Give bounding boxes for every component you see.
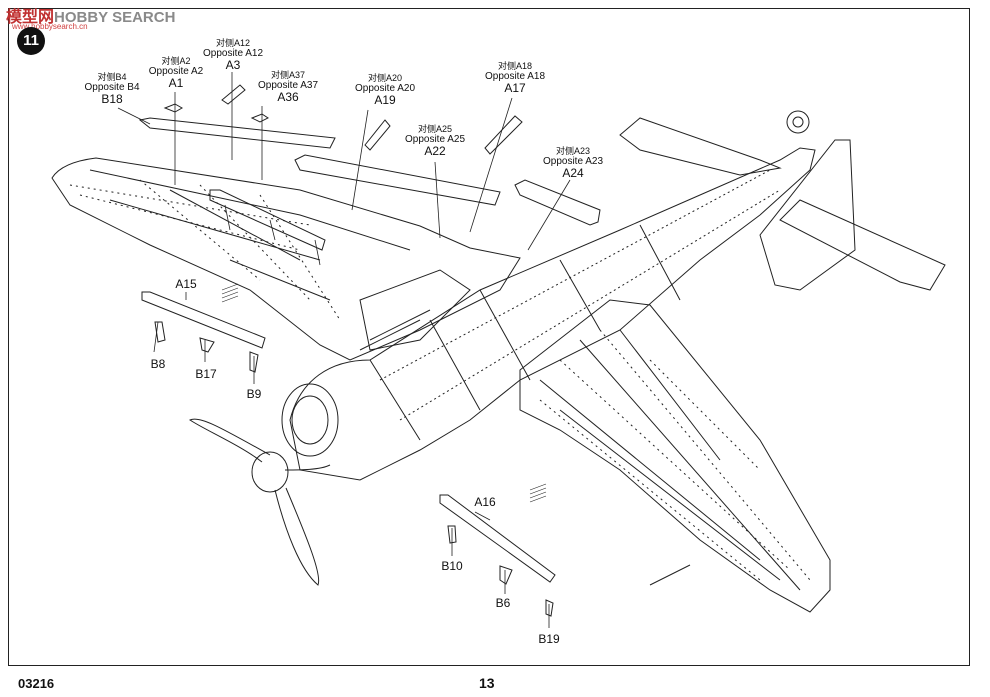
watermark-url: www.hobbysearch.cn — [12, 22, 88, 31]
fuselage-rivets — [379, 169, 781, 421]
callout-a22-part: A22 — [424, 144, 446, 158]
part-label-b8: B8 — [150, 357, 166, 371]
callout-a36-part: A36 — [277, 90, 299, 104]
callout-a36-opposite: Opposite A37 — [257, 80, 319, 91]
left-wing-rivets — [69, 179, 341, 321]
hatch-marks-a15 — [221, 283, 239, 303]
callout-a19: 对侧A20 Opposite A20 A19 — [355, 73, 415, 107]
callout-b18: 对侧B4 Opposite B4 B18 — [84, 72, 139, 106]
callout-a17: 对侧A18 Opposite A18 A17 — [485, 61, 545, 95]
part-rail-center — [209, 189, 326, 251]
part-a22-strip — [294, 154, 501, 206]
engine-cowl — [281, 383, 339, 457]
pitot-tube — [649, 564, 691, 586]
callout-b18-part: B18 — [101, 92, 123, 106]
spinner — [251, 451, 289, 493]
horizontal-stab-left — [619, 117, 782, 176]
right-wing-panel-line — [539, 329, 801, 591]
part-label-b17: B17 — [195, 367, 217, 381]
callout-a24-opposite: Opposite A23 — [542, 156, 604, 167]
callout-a1-part: A1 — [168, 76, 184, 90]
callout-a3: 对侧A12 Opposite A12 A3 — [203, 38, 263, 72]
left-wing-outline — [51, 157, 521, 361]
propeller-blade-right — [284, 464, 331, 471]
callout-a17-part: A17 — [504, 81, 526, 95]
engine-cowl-inner — [291, 395, 329, 445]
part-a16-rail — [439, 494, 556, 583]
part-a17-arm — [484, 115, 523, 155]
part-a36-hinge — [250, 113, 269, 123]
watermark-text-gray: HOBBY SEARCH — [54, 9, 176, 26]
part-label-a15: A15 — [175, 277, 197, 291]
watermark-logo: 模型网HOBBY SEARCH — [6, 3, 175, 27]
part-b10-bracket — [447, 525, 457, 544]
part-a1-hinge — [163, 103, 184, 113]
left-wing-panel-line — [89, 169, 411, 301]
part-label-a16: A16 — [474, 495, 496, 509]
part-b18-strip — [138, 117, 336, 149]
callout-a17-cn: 对侧A18 — [497, 61, 533, 71]
vertical-fin — [759, 139, 856, 291]
fuselage-outline — [289, 147, 816, 481]
part-b17-bracket — [199, 337, 215, 353]
callout-a22-opposite: Opposite A25 — [404, 134, 466, 145]
callout-a36: 对侧A37 Opposite A37 A36 — [258, 70, 318, 104]
cockpit-area — [359, 269, 471, 351]
part-a15-rail — [141, 291, 266, 349]
part-a3-arm — [221, 84, 246, 105]
callout-a24-part: A24 — [562, 166, 584, 180]
callout-a24-cn: 对侧A23 — [555, 146, 591, 156]
callout-a24: 对侧A23 Opposite A23 A24 — [543, 146, 603, 180]
hatch-marks-a16 — [529, 483, 547, 503]
horizontal-stab-right — [779, 199, 946, 291]
callout-a1: 对侧A2 Opposite A2 A1 — [149, 56, 203, 90]
callout-a3-part: A3 — [225, 58, 241, 72]
part-b19-bracket — [545, 599, 554, 617]
part-label-b19: B19 — [538, 632, 560, 646]
callout-a17-opposite: Opposite A18 — [484, 71, 546, 82]
step-number-badge: 11 — [17, 27, 45, 55]
callout-a22: 对侧A25 Opposite A25 A22 — [405, 124, 465, 158]
page-number: 13 — [479, 675, 495, 691]
part-b9-bracket — [249, 351, 259, 373]
propeller-blade-upper — [189, 418, 271, 463]
part-b6-bracket — [499, 565, 513, 585]
callout-a1-opposite: Opposite A2 — [148, 66, 204, 77]
part-a24-strip — [514, 179, 601, 226]
right-wing-rivets — [539, 329, 811, 581]
page-border — [8, 8, 970, 666]
callout-a19-opposite: Opposite A20 — [354, 83, 416, 94]
part-label-b10: B10 — [441, 559, 463, 573]
callout-b18-cn: 对侧B4 — [97, 72, 127, 82]
tail-wheel-hub — [792, 116, 804, 128]
gun-barrels — [359, 309, 431, 351]
propeller-blade-lower — [274, 487, 320, 586]
kit-code: 03216 — [18, 676, 55, 691]
part-b8-bracket — [154, 321, 166, 343]
leader-lines — [117, 72, 571, 628]
callout-a1-cn: 对侧A2 — [161, 56, 191, 66]
callout-a36-cn: 对侧A37 — [270, 70, 306, 80]
watermark-text-red: 模型网 — [6, 9, 55, 26]
part-label-b9: B9 — [246, 387, 262, 401]
part-a19-arm — [364, 119, 391, 151]
callout-b18-opposite: Opposite B4 — [84, 82, 140, 93]
callout-a19-part: A19 — [374, 93, 396, 107]
right-wing-outline — [519, 299, 831, 613]
tail-wheel — [786, 110, 810, 134]
callout-a3-cn: 对侧A12 — [215, 38, 251, 48]
part-label-b6: B6 — [495, 596, 511, 610]
callout-a19-cn: 对侧A20 — [367, 73, 403, 83]
callout-a3-opposite: Opposite A12 — [202, 48, 264, 59]
fuselage-panel-line — [369, 224, 681, 441]
callout-a22-cn: 对侧A25 — [417, 124, 453, 134]
